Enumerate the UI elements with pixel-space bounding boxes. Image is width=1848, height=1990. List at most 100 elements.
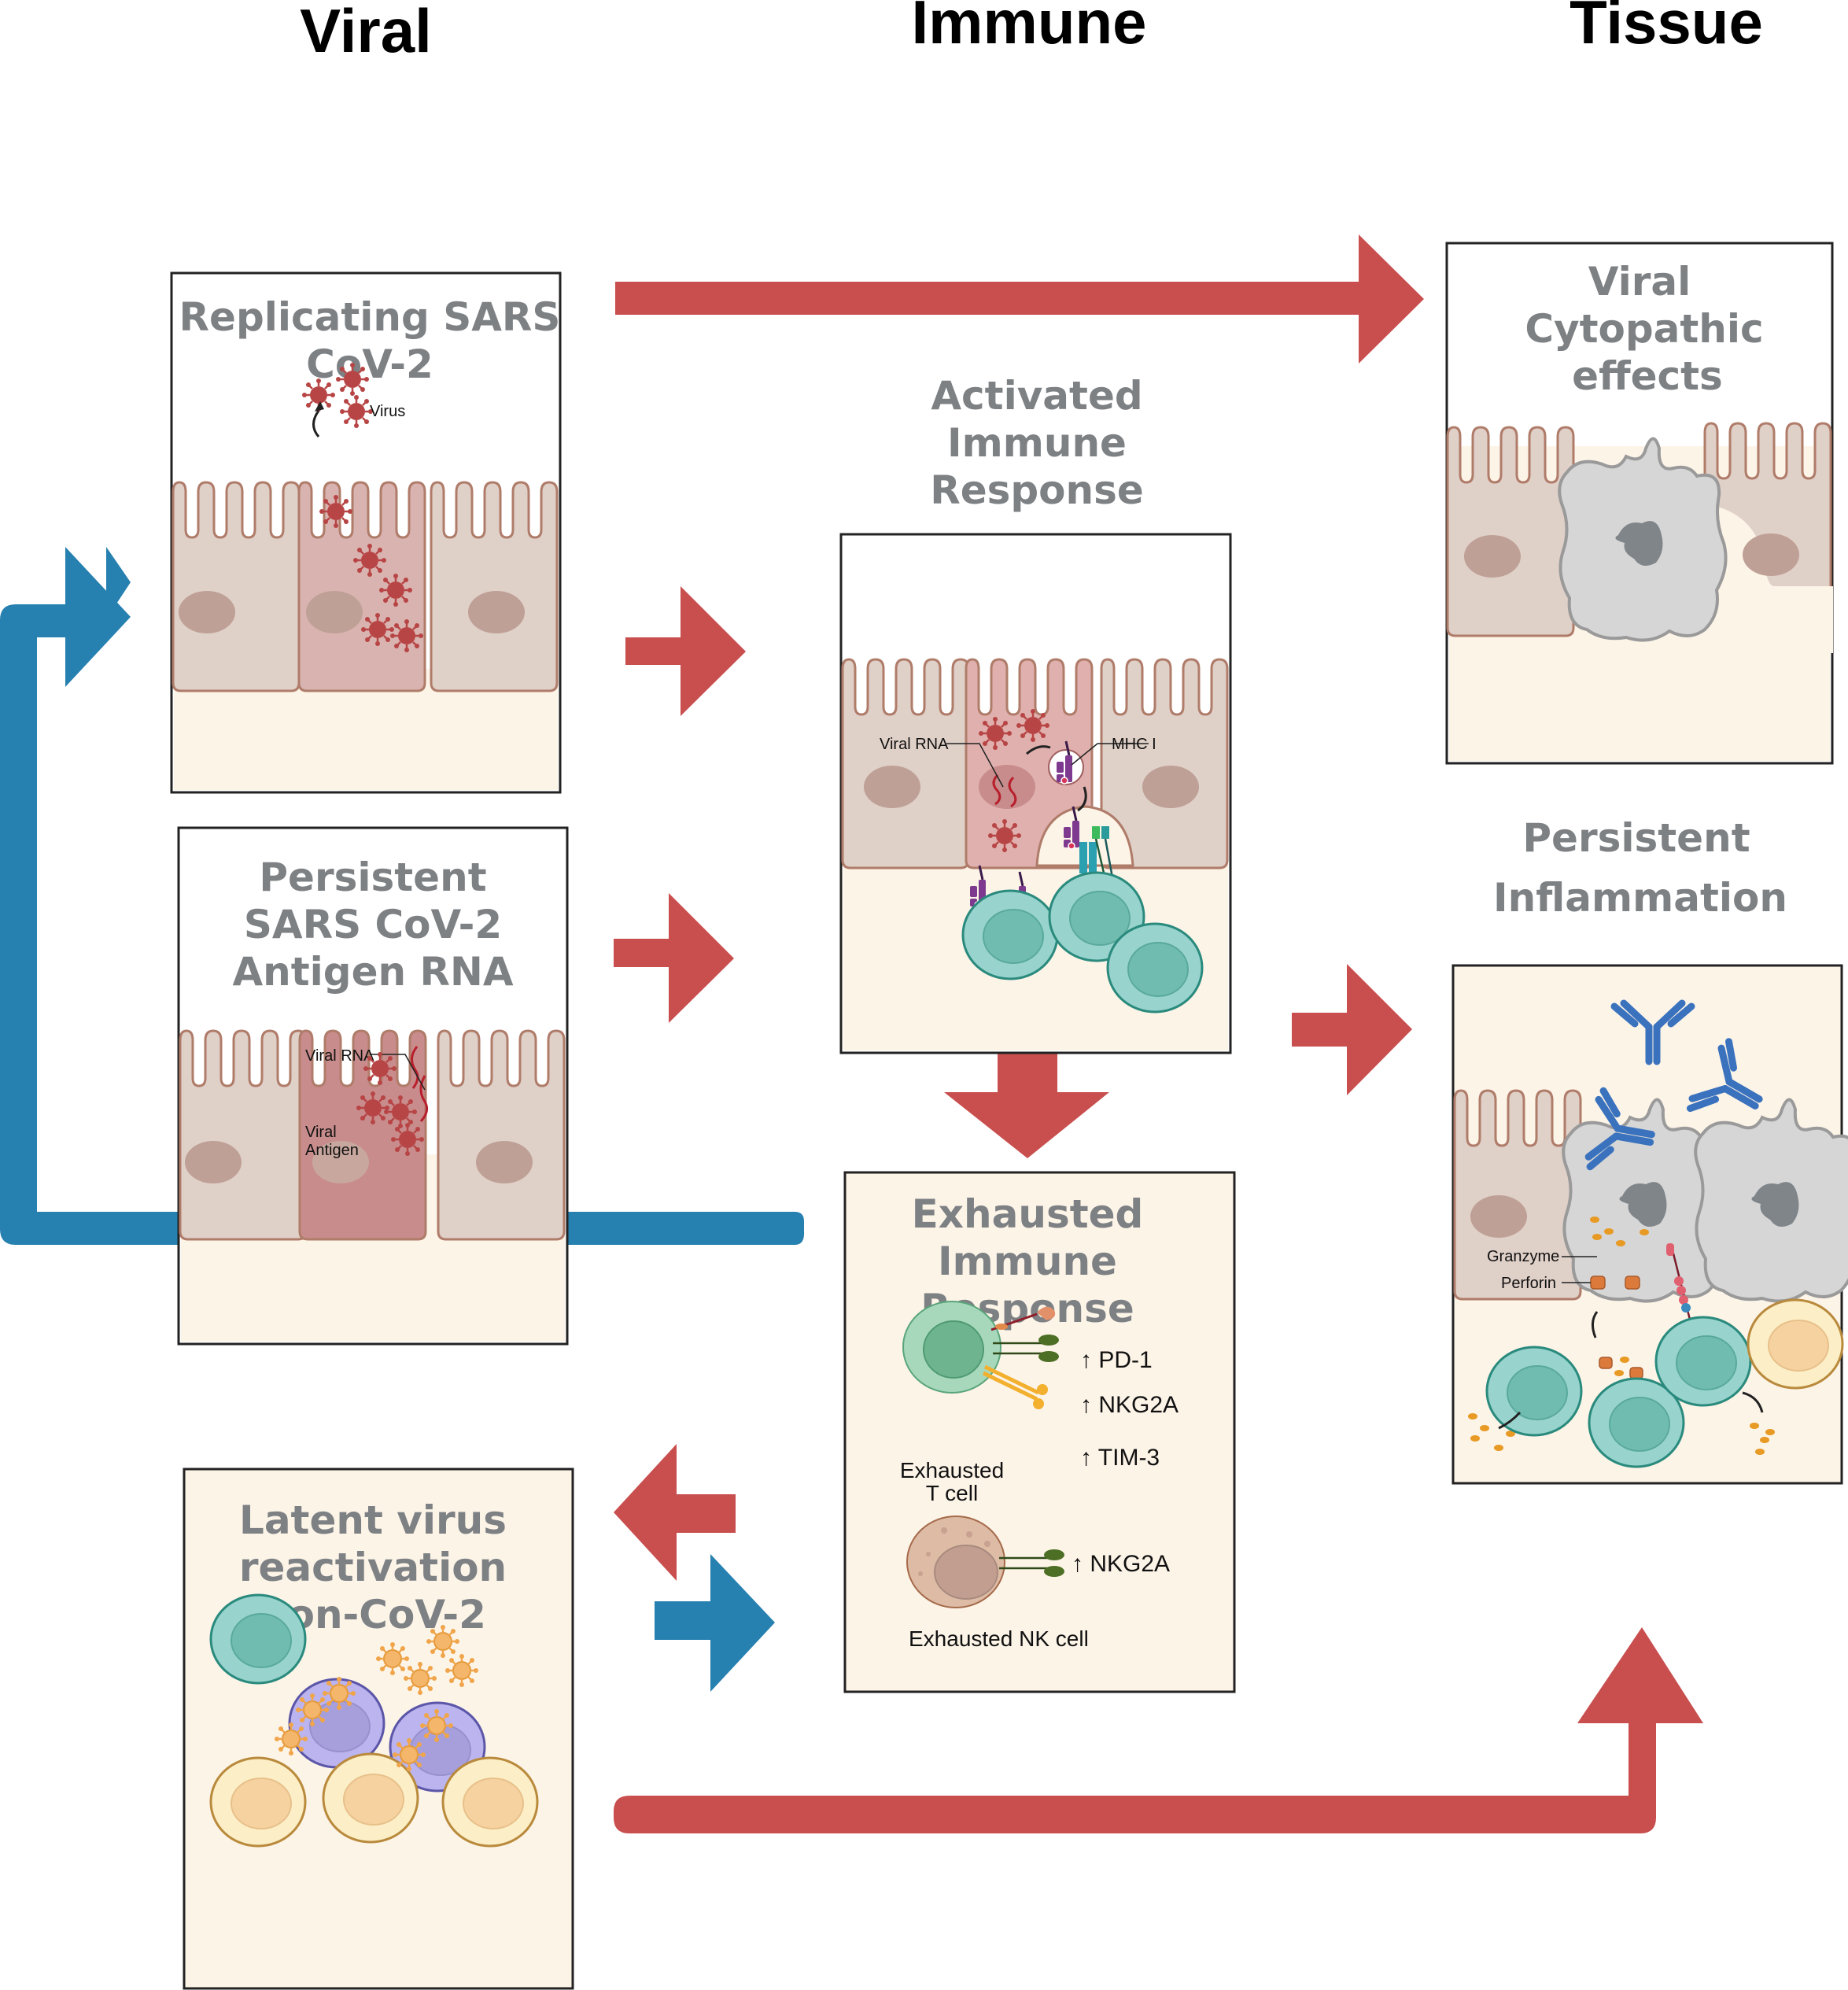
column-header-viral: Viral <box>300 0 432 65</box>
perforin-label: Perforin <box>1501 1275 1556 1292</box>
marker-tim3: ↑ TIM-3 <box>1080 1445 1160 1471</box>
virus-icon <box>338 393 374 430</box>
marker-nk-nkg2a: ↑ NKG2A <box>1072 1551 1170 1577</box>
panel-title-line: Inflammation <box>1493 875 1787 921</box>
dying-cell <box>1694 1098 1848 1303</box>
panel-title-line: CoV-2 <box>306 342 433 387</box>
t-cell <box>209 1593 307 1685</box>
virus-icon <box>389 1121 426 1157</box>
leader-line <box>946 743 1004 788</box>
panel-latent-reactivation: Latent virus reactivation non-CoV-2 <box>183 1468 574 1990</box>
panel-title-line: Cytopathic <box>1525 306 1763 352</box>
viral-rna-strand <box>411 1046 419 1089</box>
panel-replicating-sars-cov2: Replicating SARS CoV-2 Virus <box>170 271 562 794</box>
virus-icon <box>355 1090 391 1126</box>
nucleus <box>468 591 525 633</box>
panel-persistent-antigen: Persistent SARS CoV-2 Antigen RNA Viral … <box>177 826 569 1346</box>
panel-title-line: Activated <box>931 373 1142 419</box>
virus-icon <box>334 361 371 397</box>
nucleus <box>312 1141 369 1183</box>
nucleus <box>179 591 235 633</box>
latent-virus-icon <box>273 1721 309 1757</box>
latent-virus-icon <box>321 1675 357 1711</box>
panel-persistent-inflammation: Persistent Inflammation <box>1451 815 1848 1485</box>
cell <box>322 1752 419 1844</box>
exhausted-t-cell-label: Exhausted <box>900 1458 1004 1482</box>
virus-icon <box>362 1050 398 1087</box>
viral-antigen-label: Antigen <box>305 1142 359 1159</box>
tim3-receptor-icon <box>982 1364 1048 1409</box>
feedback-arrowhead <box>65 547 131 687</box>
arrow-activated-to-inflammation <box>1292 964 1412 1095</box>
infected-nucleus <box>979 765 1035 809</box>
virus-icon <box>318 493 354 530</box>
granzyme-granules <box>1468 1217 1775 1455</box>
granzyme-label: Granzyme <box>1487 1248 1559 1265</box>
tissue-gap <box>1705 504 1833 653</box>
secretion-arrow-icon <box>1498 1411 1522 1430</box>
virus-icon <box>378 572 414 608</box>
panel-cytopathic-effects: Viral Cytopathic effects <box>1445 242 1834 765</box>
viral-rna-strand <box>1008 776 1017 808</box>
viral-rna-label: Viral RNA <box>305 1047 374 1065</box>
arrow-latent-to-inflammation <box>614 1627 1703 1833</box>
feedback-arrow-blue <box>0 547 804 1245</box>
nucleus <box>1142 766 1199 808</box>
latent-virus-icon <box>402 1660 438 1696</box>
fas-ligand-chain <box>1666 1243 1697 1342</box>
virus-icon <box>382 1094 419 1130</box>
arrow-activated-to-exhausted <box>944 1039 1109 1158</box>
panel-title-line: Persistent <box>1522 815 1750 861</box>
nucleus <box>185 1141 242 1183</box>
panel-title-line: Antigen RNA <box>232 949 513 995</box>
transport-arrow-icon <box>1077 786 1087 812</box>
panel-title-line: effects <box>1572 353 1723 399</box>
column-header-tissue: Tissue <box>1570 0 1763 57</box>
latent-virus-icon <box>374 1641 411 1677</box>
virus-icon <box>389 618 425 654</box>
virus-icon <box>977 715 1013 751</box>
panel-title-line: Immune <box>947 420 1127 466</box>
virus-icon <box>1015 707 1051 744</box>
cell <box>209 1756 307 1848</box>
t-cell <box>1106 922 1204 1013</box>
exhausted-nk-cell-label: Exhausted NK cell <box>909 1626 1089 1651</box>
panel-title-line: reactivation <box>239 1545 507 1590</box>
latent-virus-icon <box>419 1708 455 1744</box>
panel-title-line: Latent virus <box>239 1497 507 1543</box>
nucleus <box>1470 1195 1527 1238</box>
t-cell <box>961 889 1059 980</box>
t-cell <box>1485 1346 1583 1437</box>
panel-title-line: SARS CoV-2 <box>244 902 502 947</box>
viral-rna-strand <box>992 773 1001 806</box>
secretion-arrow-icon <box>1742 1391 1764 1413</box>
leader-line <box>1071 743 1149 766</box>
arrow-exhausted-to-latent <box>614 1444 736 1581</box>
latent-virus-icon <box>444 1652 480 1689</box>
arrow-antigen-to-activated <box>614 893 734 1023</box>
viral-rna-label: Viral RNA <box>880 736 949 753</box>
panel-exhausted-immune: Exhausted Immune Response ↑ PD-1 ↑ NKG2A… <box>843 1171 1236 1693</box>
nkg2a-receptor-icon <box>999 1549 1064 1577</box>
virus-label: Virus <box>370 403 405 420</box>
latent-virus-icon <box>391 1737 427 1773</box>
nucleus <box>864 766 920 808</box>
nucleus <box>306 591 363 633</box>
latent-virus-icon <box>425 1623 461 1660</box>
nucleus <box>476 1141 533 1183</box>
exhausted-t-cell-label: T cell <box>926 1481 978 1505</box>
viral-antigen-label: Viral <box>305 1124 337 1141</box>
t-cell <box>1654 1316 1752 1407</box>
mhc-label: MHC I <box>1112 736 1156 753</box>
panel-title-line: Immune <box>938 1239 1117 1284</box>
nucleus <box>1464 535 1521 578</box>
release-arrow-icon <box>312 410 320 438</box>
release-arrowhead-icon <box>315 401 324 412</box>
secretion-arrow-icon <box>1592 1311 1599 1338</box>
panel-title-line: Exhausted <box>912 1191 1144 1237</box>
nkg2a-receptor-icon <box>993 1335 1059 1362</box>
cell <box>1747 1298 1844 1390</box>
exhausted-t-cell <box>902 1301 1001 1394</box>
cell <box>441 1756 539 1848</box>
